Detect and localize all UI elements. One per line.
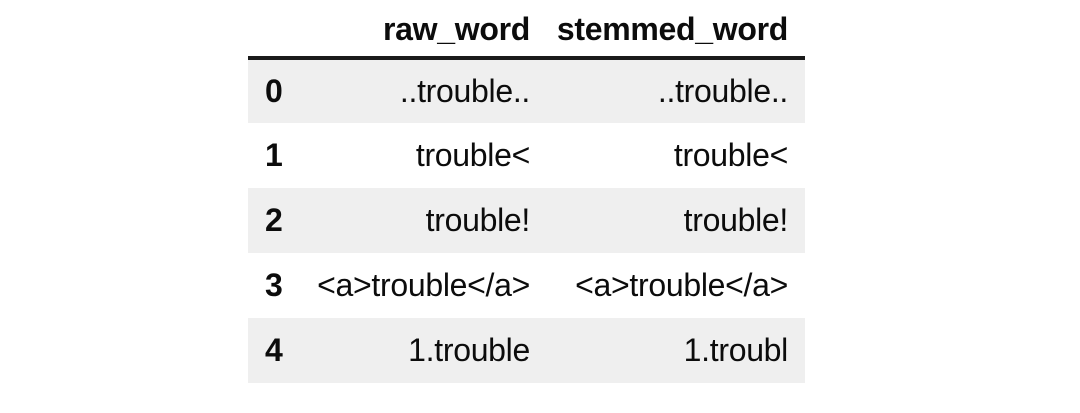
cell-stemmed-word: <a>trouble</a> — [575, 267, 788, 303]
cell-raw-word: trouble< — [415, 137, 530, 173]
cell-raw-word: <a>trouble</a> — [317, 267, 530, 303]
column-header-raw-word: raw_word — [308, 2, 530, 60]
table-row: 3 <a>trouble</a> <a>trouble</a> — [248, 253, 805, 318]
row-index: 3 — [265, 267, 283, 303]
dataframe-table: raw_word stemmed_word 0 ..trouble.. ..tr… — [248, 2, 805, 383]
cell-raw-word: ..trouble.. — [399, 73, 530, 109]
cell-stemmed-word: ..trouble.. — [657, 73, 788, 109]
table-row: 1 trouble< trouble< — [248, 123, 805, 188]
header-row: raw_word stemmed_word — [248, 2, 805, 60]
cell-raw-word: trouble! — [425, 202, 531, 238]
cell-stemmed-word: trouble< — [673, 137, 788, 173]
row-index: 0 — [265, 73, 283, 109]
index-column-header — [248, 2, 308, 60]
column-header-stemmed-word: stemmed_word — [530, 2, 805, 60]
table-row: 4 1.trouble 1.troubl — [248, 318, 805, 383]
table-row: 0 ..trouble.. ..trouble.. — [248, 58, 805, 123]
row-index: 4 — [265, 332, 283, 368]
row-index: 2 — [265, 202, 283, 238]
table-row: 2 trouble! trouble! — [248, 188, 805, 253]
cell-raw-word: 1.trouble — [408, 332, 530, 368]
cell-stemmed-word: trouble! — [683, 202, 789, 238]
row-index: 1 — [265, 137, 283, 173]
cell-stemmed-word: 1.troubl — [683, 332, 789, 368]
